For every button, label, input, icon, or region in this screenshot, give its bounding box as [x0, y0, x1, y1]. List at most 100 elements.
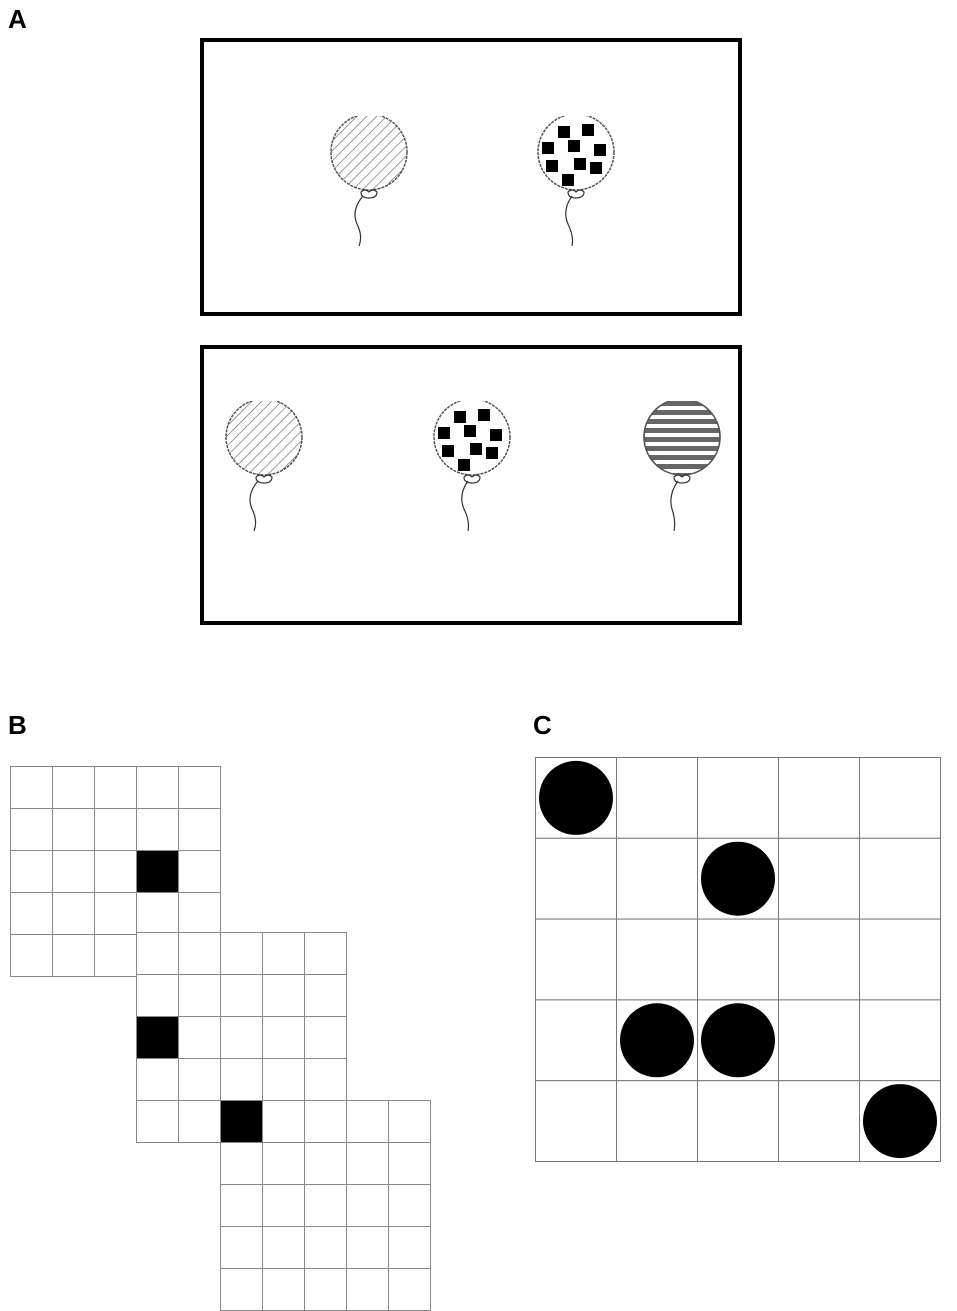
dot — [701, 1003, 775, 1078]
grid-cell — [220, 1268, 263, 1311]
grid-cell — [52, 934, 95, 977]
filled-cell — [220, 1100, 263, 1143]
grid-cell — [94, 766, 137, 809]
grid-cell — [52, 850, 95, 893]
grid-2 — [136, 932, 347, 1143]
grid-cell — [778, 1080, 860, 1163]
dot-grid — [535, 757, 941, 1163]
grid-cell — [136, 892, 179, 935]
grid-cell — [304, 1184, 347, 1227]
grid-cell — [778, 837, 860, 920]
grid-cell — [220, 974, 263, 1017]
grid-cell — [220, 1142, 263, 1185]
dot — [539, 760, 613, 835]
grid-cell — [220, 1184, 263, 1227]
grid-cell — [388, 1184, 431, 1227]
grid-cell — [388, 1268, 431, 1311]
grid-cell — [262, 1142, 305, 1185]
grid-cell — [178, 974, 221, 1017]
panel-a-label: A — [8, 4, 27, 34]
balloon-horizontal-stripes-icon — [643, 401, 721, 531]
grid-cell — [388, 1142, 431, 1185]
grid-cell — [346, 1142, 389, 1185]
grid-cell — [178, 1058, 221, 1101]
grid-cell — [304, 1100, 347, 1143]
grid-cell — [304, 1226, 347, 1269]
grid-cell — [10, 766, 53, 809]
grid-cell — [136, 1100, 179, 1143]
grid-cell — [136, 766, 179, 809]
grid-cell — [616, 1080, 698, 1163]
grid-cell — [220, 932, 263, 975]
grid-cell — [304, 1142, 347, 1185]
balloon-diagonal-stripes-icon — [225, 401, 303, 531]
grid-cell — [10, 892, 53, 935]
grid-cell — [346, 1226, 389, 1269]
grid-cell — [304, 1058, 347, 1101]
filled-cell — [136, 850, 179, 893]
overlapping-grids — [10, 766, 431, 1311]
grid-cell — [178, 808, 221, 851]
grid-cell — [697, 757, 779, 839]
grid-cell — [262, 1268, 305, 1311]
grid-cell — [10, 808, 53, 851]
grid-cell — [178, 932, 221, 975]
grid-cell — [94, 850, 137, 893]
grid-cell — [262, 1184, 305, 1227]
grid-cell — [10, 934, 53, 977]
grid-cell — [94, 934, 137, 977]
grid-cell — [94, 808, 137, 851]
grid-cell — [388, 1226, 431, 1269]
grid-cell — [220, 1058, 263, 1101]
grid-cell — [52, 808, 95, 851]
grid-cell — [178, 1016, 221, 1059]
grid-cell — [52, 892, 95, 935]
grid-cell — [535, 837, 617, 920]
grid-cell — [697, 918, 779, 1001]
grid-cell — [304, 932, 347, 975]
grid-cell — [136, 974, 179, 1017]
filled-cell — [136, 1016, 179, 1059]
grid-cell — [178, 1100, 221, 1143]
grid-cell — [859, 837, 941, 920]
grid-cell — [859, 757, 941, 839]
grid-cell — [535, 999, 617, 1082]
grid-cell — [616, 757, 698, 839]
grid-cell — [304, 1268, 347, 1311]
panel-b-label: B — [8, 710, 27, 740]
grid-cell — [94, 892, 137, 935]
grid-cell — [136, 932, 179, 975]
grid-cell — [178, 892, 221, 935]
grid-cell — [304, 1016, 347, 1059]
balloon-squares-icon — [433, 401, 511, 531]
grid-cell — [535, 918, 617, 1001]
grid-cell — [178, 850, 221, 893]
grid-cell — [616, 918, 698, 1001]
balloon-display-three — [200, 345, 742, 625]
grid-cell — [778, 918, 860, 1001]
grid-cell — [616, 837, 698, 920]
grid-cell — [304, 974, 347, 1017]
grid-cell — [535, 1080, 617, 1163]
grid-cell — [10, 850, 53, 893]
grid-cell — [859, 918, 941, 1001]
balloon-diagonal-stripes-icon — [330, 116, 408, 246]
grid-cell — [262, 1016, 305, 1059]
grid-cell — [136, 808, 179, 851]
grid-3 — [220, 1100, 431, 1311]
grid-cell — [178, 766, 221, 809]
panel-c-label: C — [533, 710, 552, 740]
grid-cell — [220, 1226, 263, 1269]
grid-cell — [346, 1184, 389, 1227]
grid-cell — [697, 1080, 779, 1163]
grid-cell — [859, 999, 941, 1082]
dot — [620, 1003, 694, 1078]
grid-cell — [346, 1268, 389, 1311]
grid-cell — [778, 757, 860, 839]
dot — [863, 1084, 937, 1159]
grid-cell — [262, 1058, 305, 1101]
grid-cell — [778, 999, 860, 1082]
grid-cell — [262, 974, 305, 1017]
balloon-squares-icon — [537, 116, 615, 246]
balloon-display-two — [200, 38, 742, 316]
